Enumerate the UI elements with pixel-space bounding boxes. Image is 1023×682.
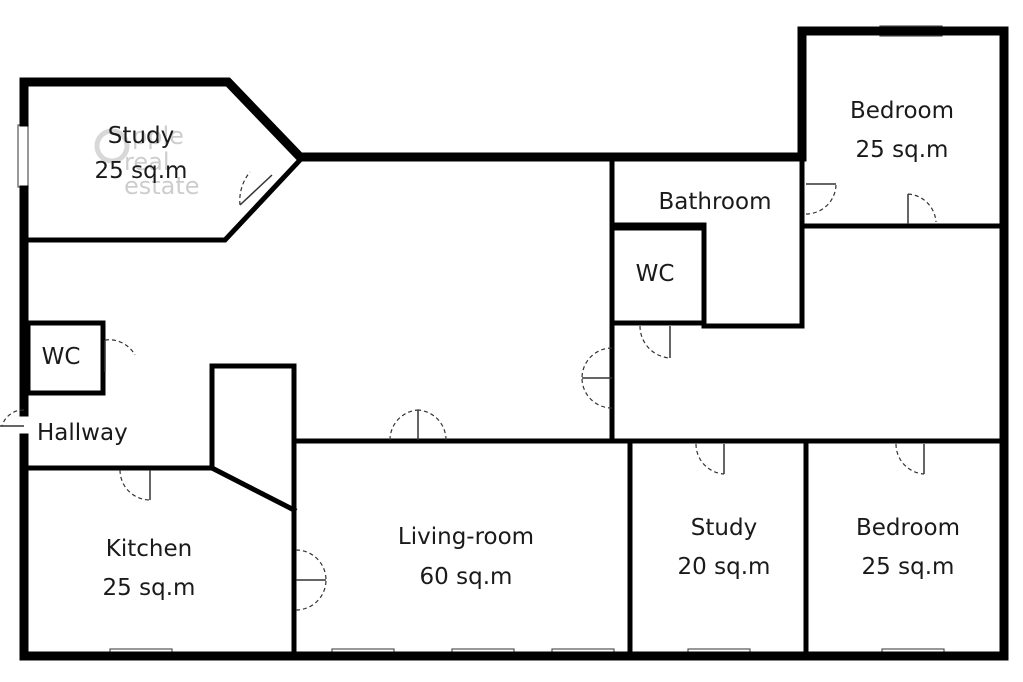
room-area-living-room: 60 sq.m bbox=[420, 564, 513, 590]
doors bbox=[0, 171, 937, 611]
room-area-bedroom-1: 25 sq.m bbox=[856, 137, 949, 163]
door-wc-left[interactable] bbox=[104, 339, 136, 372]
door-hallway-entrance[interactable] bbox=[0, 409, 25, 427]
room-name-bedroom-1: Bedroom bbox=[850, 98, 954, 124]
room-labels: Study 25 sq.m Bedroom 25 sq.m Bathroom W… bbox=[37, 98, 960, 601]
watermark-logo-icon bbox=[94, 128, 130, 164]
outer-walls bbox=[19, 26, 1009, 661]
room-name-kitchen: Kitchen bbox=[106, 536, 192, 562]
room-area-kitchen: 25 sq.m bbox=[103, 575, 196, 601]
room-name-living-room: Living-room bbox=[398, 524, 534, 550]
watermark-line-2: real bbox=[124, 148, 169, 176]
watermark-line-3: estate bbox=[124, 172, 200, 200]
door-bedroom-1[interactable] bbox=[907, 193, 937, 224]
door-bathroom[interactable] bbox=[805, 183, 837, 215]
interior-walls bbox=[21, 154, 1007, 659]
door-study-2[interactable] bbox=[695, 443, 725, 475]
room-name-wc-1: WC bbox=[42, 344, 81, 370]
room-name-study-2: Study bbox=[691, 515, 757, 541]
watermark: pple real estate bbox=[94, 122, 200, 200]
room-area-study-2: 20 sq.m bbox=[678, 554, 771, 580]
door-bedroom-2[interactable] bbox=[895, 443, 925, 475]
room-area-bedroom-2: 25 sq.m bbox=[862, 554, 955, 580]
window-left-study bbox=[17, 124, 29, 188]
room-name-wc-2: WC bbox=[636, 261, 675, 287]
room-name-bedroom-2: Bedroom bbox=[856, 515, 960, 541]
room-name-bathroom: Bathroom bbox=[659, 189, 772, 215]
door-kitchen[interactable] bbox=[119, 469, 151, 501]
door-study-1[interactable] bbox=[239, 171, 273, 206]
door-right-block[interactable] bbox=[581, 347, 613, 409]
room-area-study-1: 25 sq.m bbox=[95, 158, 188, 184]
room-name-study-1: Study bbox=[108, 123, 174, 149]
door-living-room-2[interactable] bbox=[389, 409, 447, 441]
room-name-hallway: Hallway bbox=[37, 420, 128, 446]
door-wc-2[interactable] bbox=[639, 325, 671, 359]
watermark-line-1: pple bbox=[132, 122, 184, 150]
door-living-room-1[interactable] bbox=[295, 549, 327, 611]
